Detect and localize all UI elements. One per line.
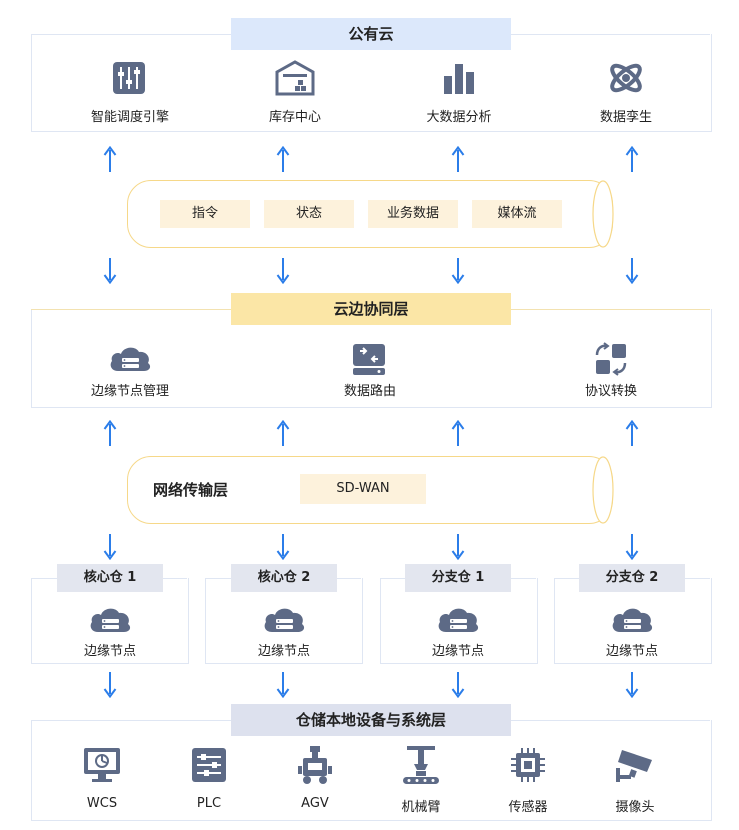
warehouse-title-branch-1: 分支仓 1 bbox=[405, 564, 511, 592]
warehouse-title-branch-2: 分支仓 2 bbox=[579, 564, 685, 592]
device-label-sensor: 传感器 bbox=[508, 800, 548, 815]
public-cloud-frame bbox=[31, 34, 712, 132]
arrow-up-icon bbox=[451, 420, 465, 446]
arrow-down-icon bbox=[276, 534, 290, 560]
cloud-server-icon bbox=[262, 604, 306, 636]
arrow-down-icon bbox=[451, 672, 465, 698]
bar-chart-icon bbox=[444, 64, 474, 94]
edge-node-label: 边缘节点 bbox=[257, 644, 310, 659]
router-icon bbox=[353, 344, 385, 375]
arrow-up-icon bbox=[276, 146, 290, 172]
device-label-plc: PLC bbox=[196, 796, 222, 811]
sliders-icon bbox=[113, 62, 145, 94]
chip-sensor-icon bbox=[511, 748, 545, 782]
arrow-up-icon bbox=[103, 146, 117, 172]
public-cloud-item-digital-twin: 数据孪生 bbox=[599, 110, 652, 125]
device-label-camera: 摄像头 bbox=[615, 800, 655, 815]
arrow-down-icon bbox=[276, 672, 290, 698]
arrow-up-icon bbox=[276, 420, 290, 446]
warehouse-title-core-2: 核心仓 2 bbox=[231, 564, 337, 592]
protocol-convert-icon bbox=[595, 342, 627, 376]
device-label-robot-arm: 机械臂 bbox=[401, 800, 441, 815]
warehouse-frame bbox=[205, 578, 363, 664]
cloud-edge-item-node-mgmt: 边缘节点管理 bbox=[90, 384, 169, 399]
arrow-up-icon bbox=[625, 420, 639, 446]
pipe-end-cap bbox=[592, 456, 614, 524]
cloud-edge-title: 云边协同层 bbox=[231, 293, 511, 325]
robot-icon bbox=[298, 746, 332, 784]
robot-arm-icon bbox=[403, 746, 439, 784]
camera-icon bbox=[616, 750, 652, 782]
twin-orbit-icon bbox=[610, 63, 642, 93]
sd-wan-tag: SD-WAN bbox=[300, 474, 426, 504]
cloud-server-icon bbox=[108, 343, 152, 375]
local-layer-title: 仓储本地设备与系统层 bbox=[231, 704, 511, 736]
device-label-agv: AGV bbox=[301, 796, 329, 811]
cloud-server-icon bbox=[88, 604, 132, 636]
public-cloud-title: 公有云 bbox=[231, 18, 511, 50]
arrow-down-icon bbox=[625, 672, 639, 698]
cloud-edge-frame bbox=[31, 309, 712, 408]
pipe-end-cap bbox=[592, 180, 614, 248]
public-cloud-item-inventory: 库存中心 bbox=[268, 110, 321, 125]
arrow-down-icon bbox=[451, 258, 465, 284]
arrow-up-icon bbox=[103, 420, 117, 446]
cloud-edge-item-data-routing: 数据路由 bbox=[343, 384, 396, 399]
arrow-down-icon bbox=[625, 534, 639, 560]
arrow-down-icon bbox=[625, 258, 639, 284]
warehouse-icon bbox=[275, 60, 315, 96]
edge-node-label: 边缘节点 bbox=[605, 644, 658, 659]
cloud-edge-item-protocol: 协议转换 bbox=[584, 384, 637, 399]
warehouse-frame bbox=[380, 578, 538, 664]
monitor-icon bbox=[84, 748, 120, 782]
cloud-server-icon bbox=[610, 604, 654, 636]
warehouse-frame bbox=[554, 578, 712, 664]
arrow-down-icon bbox=[103, 534, 117, 560]
arrow-down-icon bbox=[276, 258, 290, 284]
network-layer-title: 网络传输层 bbox=[153, 481, 229, 499]
public-cloud-item-scheduler: 智能调度引擎 bbox=[90, 110, 169, 125]
control-panel-icon bbox=[192, 748, 226, 782]
arrow-down-icon bbox=[103, 672, 117, 698]
arrow-up-icon bbox=[451, 146, 465, 172]
edge-node-label: 边缘节点 bbox=[431, 644, 484, 659]
warehouse-title-core-1: 核心仓 1 bbox=[57, 564, 163, 592]
arrow-up-icon bbox=[625, 146, 639, 172]
cloud-server-icon bbox=[436, 604, 480, 636]
warehouse-frame bbox=[31, 578, 189, 664]
pipe-item-business-data: 业务数据 bbox=[368, 200, 458, 228]
edge-node-label: 边缘节点 bbox=[83, 644, 136, 659]
arrow-down-icon bbox=[451, 534, 465, 560]
pipe-item-status: 状态 bbox=[264, 200, 354, 228]
device-label-wcs: WCS bbox=[86, 796, 118, 811]
local-layer-frame bbox=[31, 720, 712, 821]
arrow-down-icon bbox=[103, 258, 117, 284]
pipe-item-command: 指令 bbox=[160, 200, 250, 228]
public-cloud-item-bigdata: 大数据分析 bbox=[426, 110, 492, 125]
pipe-item-media-stream: 媒体流 bbox=[472, 200, 562, 228]
